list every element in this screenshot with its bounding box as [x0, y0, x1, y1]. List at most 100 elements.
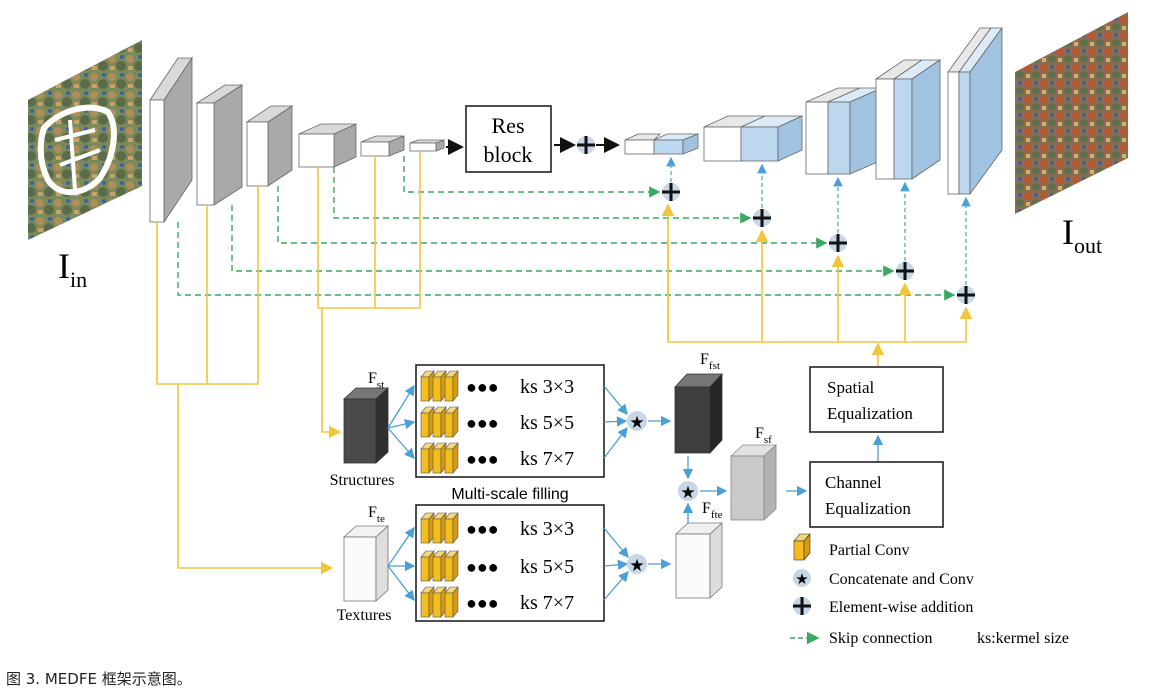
decoder-merge-arrows	[666, 156, 971, 285]
kernel-rows: ●●● ks 3×3 ●●● ks 5×5 ●●● ks 7×7 ●●● ks …	[466, 376, 574, 614]
encoder-block-4	[298, 123, 357, 168]
encoder-block-5	[360, 135, 405, 157]
legend: Partial Conv ★ Concatenate and Conv Elem…	[790, 533, 1069, 647]
figure-caption: 图 3. MEDFE 框架示意图。	[6, 670, 192, 688]
partial-conv-stack	[420, 406, 459, 438]
spatial-label-2: Equalization	[827, 404, 913, 423]
partial-conv-stack	[420, 550, 459, 582]
partial-conv-stack	[420, 370, 459, 402]
encoder-block-2	[195, 84, 244, 206]
partial-conv-icon	[420, 442, 435, 474]
svg-text:★: ★	[680, 483, 695, 502]
spatial-label-1: Spatial	[827, 378, 874, 397]
svg-text:★: ★	[795, 571, 808, 588]
f-fte-label: Ffte	[702, 500, 723, 521]
encoder-block-1	[149, 56, 193, 224]
f-te-label: Fte	[368, 504, 385, 525]
fused-feature-block	[729, 444, 778, 521]
ks-label-st-7: ks 7×7	[520, 448, 574, 470]
partial-conv-icon	[444, 406, 459, 438]
output-image	[1015, 12, 1128, 214]
ks-label-te-5: ks 5×5	[520, 556, 574, 578]
partial-conv-icon	[444, 512, 459, 544]
textures-label: Textures	[337, 607, 392, 624]
ks-label-te-3: ks 3×3	[520, 518, 574, 540]
concat-node-texture: ★	[627, 554, 647, 575]
output-label: Iout	[1062, 212, 1102, 258]
fused-texture-block	[674, 522, 724, 599]
channel-label-1: Channel	[825, 473, 882, 492]
structure-feature-block	[342, 387, 390, 464]
multi-scale-label: Multi-scale filling	[451, 486, 568, 503]
channel-label-2: Equalization	[825, 499, 911, 518]
partial-conv-icon	[432, 406, 447, 438]
input-image	[28, 40, 142, 240]
partial-conv-icon	[432, 442, 447, 474]
structures-label: Structures	[330, 472, 395, 489]
partial-conv-legend-icon	[793, 533, 811, 561]
ks-label-te-7: ks 7×7	[520, 592, 574, 614]
partial-conv-icon	[444, 442, 459, 474]
ks-label-st-5: ks 5×5	[520, 412, 574, 434]
partial-conv-icon	[420, 550, 435, 582]
partial-conv-icon	[432, 550, 447, 582]
addition-legend-icon	[793, 597, 811, 615]
texture-feature-block	[342, 525, 390, 602]
dots-row-1: ●●●	[466, 377, 499, 397]
f-fst-label: Ffst	[700, 351, 720, 372]
partial-conv-stack	[420, 512, 459, 544]
partial-conv-icon	[420, 586, 435, 618]
partial-conv-stack	[420, 586, 459, 618]
partial-conv-icon	[420, 512, 435, 544]
f-sf-label: Fsf	[755, 425, 772, 446]
legend-elementwise: Element-wise addition	[829, 599, 973, 616]
dots-row-5: ●●●	[466, 557, 499, 577]
skip-connections	[177, 156, 956, 301]
partial-conv-icon	[444, 370, 459, 402]
diagram-canvas: Iin Iout Res block	[28, 12, 1128, 647]
legend-ks-note: ks:kermel size	[977, 630, 1069, 647]
addition-node-4	[896, 262, 914, 280]
res-addition-icon	[577, 136, 595, 154]
decoder-block-5	[947, 26, 1003, 196]
input-label: Iin	[58, 246, 87, 292]
addition-node-2	[753, 209, 771, 227]
dots-row-6: ●●●	[466, 593, 499, 613]
decoder-block-2	[703, 115, 803, 162]
feature-routing-lines	[156, 151, 973, 575]
decoder-block-3	[805, 87, 883, 175]
addition-node-5	[957, 286, 975, 304]
ks-label-st-3: ks 3×3	[520, 376, 574, 398]
legend-partial-conv: Partial Conv	[829, 542, 909, 559]
f-st-label: Fst	[368, 370, 384, 391]
svg-text:★: ★	[629, 413, 644, 432]
partial-conv-icon	[432, 586, 447, 618]
concat-node-fusion: ★	[678, 481, 698, 502]
spatial-equalization-box	[809, 366, 944, 433]
dots-row-4: ●●●	[466, 519, 499, 539]
svg-text:★: ★	[629, 556, 644, 575]
partial-conv-icon	[420, 406, 435, 438]
addition-node-1	[662, 183, 680, 201]
partial-conv-blocks	[420, 370, 459, 618]
partial-conv-stack	[420, 442, 459, 474]
partial-conv-icon	[444, 586, 459, 618]
partial-conv-icon	[432, 370, 447, 402]
dots-row-3: ●●●	[466, 449, 499, 469]
encoder-block-6	[409, 139, 445, 152]
res-block-label-1: Res	[492, 113, 525, 138]
concat-input-arrows	[603, 385, 884, 601]
concat-node-structure: ★	[627, 411, 647, 432]
fused-structure-block	[674, 372, 723, 455]
legend-skip: Skip connection	[829, 630, 933, 647]
partial-conv-icon	[432, 512, 447, 544]
decoder-block-4	[874, 59, 942, 180]
decoder-block-1	[624, 133, 699, 155]
dots-row-2: ●●●	[466, 413, 499, 433]
partial-conv-icon	[444, 550, 459, 582]
multi-scale-input-arrows	[387, 384, 416, 602]
res-block-label-2: block	[484, 142, 533, 167]
addition-node-3	[829, 234, 847, 252]
encoder-block-3	[245, 105, 294, 187]
